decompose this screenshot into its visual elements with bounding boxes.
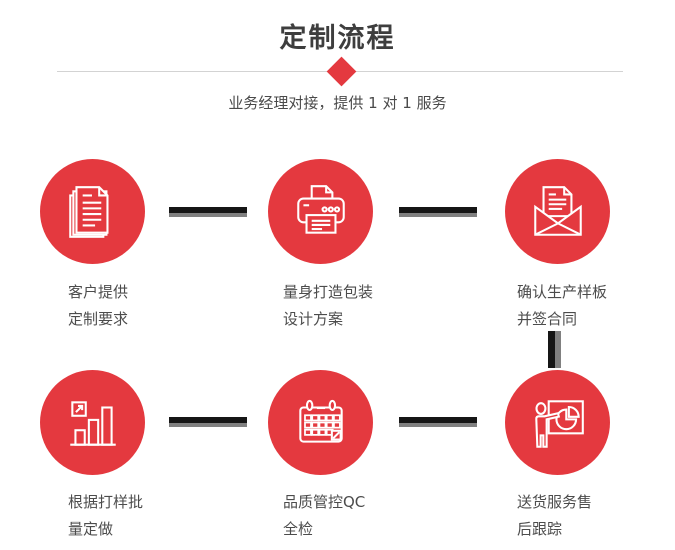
envelope-icon	[533, 185, 582, 236]
documents-icon	[68, 185, 108, 238]
step-label-3-line1: 确认生产样板	[517, 283, 608, 301]
step-label-6-line2: 后跟踪	[517, 520, 563, 538]
connector-step1-step2	[169, 207, 247, 217]
step-label-2: 量身打造包装 设计方案	[283, 279, 373, 333]
step-label-4: 根据打样批 量定做	[68, 489, 143, 543]
printer-icon	[296, 184, 345, 234]
step-circle-5	[268, 370, 373, 475]
step-circle-1	[40, 159, 145, 264]
page-subtitle: 业务经理对接，提供 1 对 1 服务	[228, 94, 447, 112]
step-circle-3	[505, 159, 610, 264]
step-label-4-line1: 根据打样批	[68, 493, 144, 511]
step-label-6: 送货服务售 后跟踪	[517, 489, 592, 543]
step-label-5-line2: 全检	[283, 520, 314, 538]
step-label-3: 确认生产样板 并签合同	[517, 279, 607, 333]
page-title: 定制流程	[279, 23, 396, 54]
connector-step3-step6	[548, 331, 561, 368]
red-diamond-icon	[326, 56, 357, 87]
calendar-icon	[298, 399, 343, 443]
connector-step2-step3	[399, 207, 477, 217]
connector-step4-step5	[169, 417, 247, 427]
step-label-5-line1: 品质管控QC	[283, 493, 366, 511]
step-circle-4	[40, 370, 145, 475]
step-label-4-line2: 量定做	[68, 520, 114, 538]
step-label-2-line2: 设计方案	[283, 310, 344, 328]
step-label-1-line2: 定制要求	[68, 310, 129, 328]
step-circle-6	[505, 370, 610, 475]
step-circle-2	[268, 159, 373, 264]
step-label-5: 品质管控QC 全检	[283, 489, 365, 543]
step-label-3-line2: 并签合同	[517, 310, 578, 328]
bar-chart-icon	[69, 400, 116, 446]
presentation-icon	[534, 399, 584, 448]
step-label-2-line1: 量身打造包装	[283, 283, 374, 301]
step-label-1-line1: 客户提供	[68, 283, 129, 301]
step-label-1: 客户提供 定制要求	[68, 279, 128, 333]
connector-step5-step6	[399, 417, 477, 427]
step-label-6-line1: 送货服务售	[517, 493, 593, 511]
